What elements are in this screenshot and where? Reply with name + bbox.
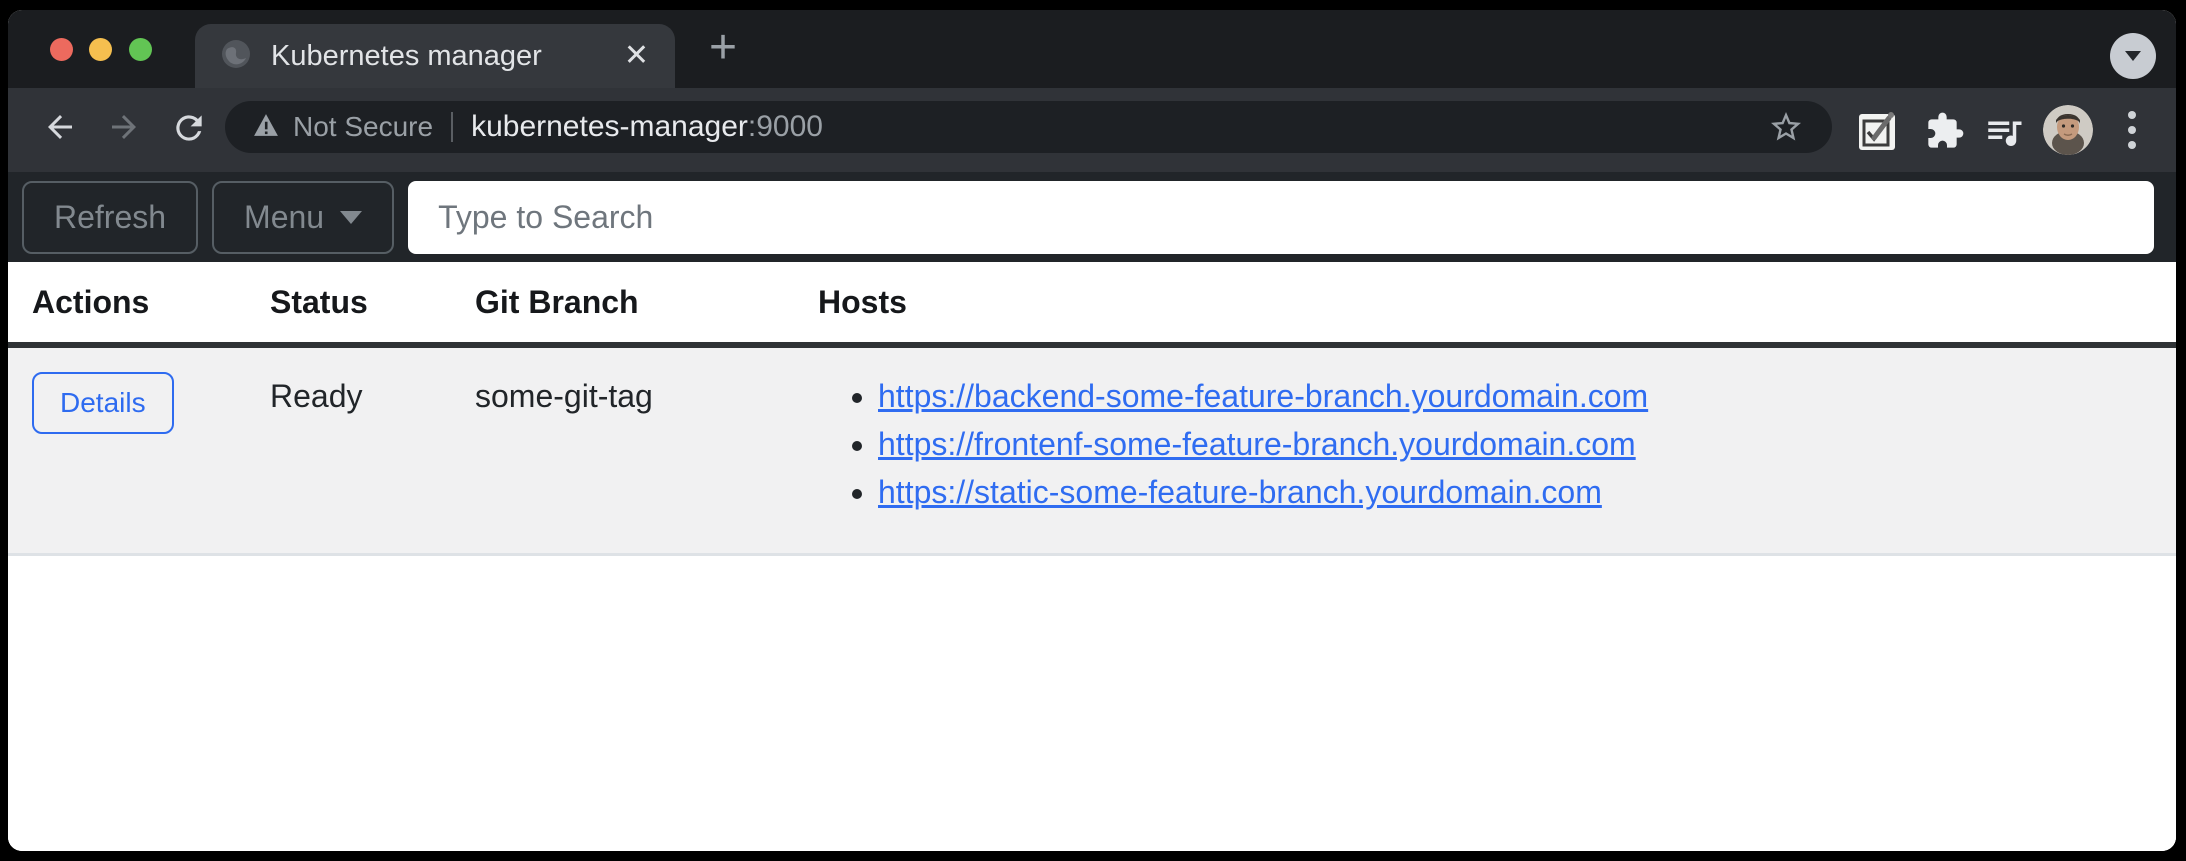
browser-window: Kubernetes manager ✕ + <box>8 10 2176 851</box>
tab-title: Kubernetes manager <box>271 39 542 72</box>
window-fullscreen-button[interactable] <box>129 38 152 61</box>
tab-search-button[interactable] <box>2110 33 2156 79</box>
tab-close-icon[interactable]: ✕ <box>623 39 649 72</box>
url-port[interactable]: :9000 <box>747 110 823 143</box>
url-host[interactable]: kubernetes-manager <box>471 110 748 143</box>
window-close-button[interactable] <box>50 38 73 61</box>
details-button[interactable]: Details <box>32 372 174 434</box>
not-secure-warning-icon <box>253 113 279 142</box>
header-git-branch: Git Branch <box>475 283 639 320</box>
refresh-button-label: Refresh <box>54 198 167 235</box>
reload-icon[interactable] <box>170 109 208 152</box>
header-status: Status <box>270 283 368 320</box>
omnibox-divider <box>451 112 454 142</box>
address-bar[interactable]: Not Secure kubernetes-manager :9000 <box>225 101 1832 153</box>
table-row: Details Ready some-git-tag https://backe… <box>8 348 2176 556</box>
profile-avatar[interactable] <box>2043 105 2093 155</box>
menu-dropdown-button[interactable]: Menu <box>212 180 395 254</box>
status-cell: Ready <box>270 378 363 414</box>
page-content: Refresh Menu Actions Status Git Branch H… <box>8 172 2176 851</box>
header-actions: Actions <box>32 283 150 320</box>
browser-tab[interactable]: Kubernetes manager ✕ <box>195 24 675 88</box>
search-input[interactable] <box>408 180 2154 254</box>
browser-toolbar: Not Secure kubernetes-manager :9000 <box>8 88 2176 172</box>
table-header-row: Actions Status Git Branch Hosts <box>8 262 2176 348</box>
actions-cell: Details <box>8 372 246 434</box>
back-icon[interactable] <box>42 109 78 150</box>
security-status-label[interactable]: Not Secure <box>293 111 434 142</box>
empty-page-area <box>8 556 2176 851</box>
chevron-down-icon <box>2125 51 2141 61</box>
caret-down-icon <box>340 210 363 224</box>
extensions-puzzle-icon[interactable] <box>1925 111 1965 156</box>
menu-button-label: Menu <box>244 198 325 235</box>
tab-strip: Kubernetes manager ✕ + <box>8 10 2176 88</box>
page-toolbar: Refresh Menu <box>8 172 2176 262</box>
hosts-list: https://backend-some-feature-branch.your… <box>794 372 2176 516</box>
tab-favicon-globe-icon <box>221 39 251 74</box>
extension-task-checkbox-icon[interactable] <box>1858 111 1896 156</box>
bookmark-star-icon[interactable] <box>1768 109 1804 145</box>
list-item: https://backend-some-feature-branch.your… <box>878 372 2176 420</box>
list-item: https://frontenf-some-feature-branch.you… <box>878 420 2176 468</box>
refresh-button[interactable]: Refresh <box>22 180 199 254</box>
window-minimize-button[interactable] <box>89 38 112 61</box>
host-link-backend[interactable]: https://backend-some-feature-branch.your… <box>878 378 1649 414</box>
hosts-cell: https://backend-some-feature-branch.your… <box>794 372 2176 516</box>
forward-icon[interactable] <box>106 109 142 150</box>
host-link-frontend[interactable]: https://frontenf-some-feature-branch.you… <box>878 426 1636 462</box>
new-tab-button[interactable]: + <box>708 21 738 74</box>
header-hosts: Hosts <box>818 283 907 320</box>
browser-menu-dots-icon[interactable] <box>2125 108 2139 157</box>
git-branch-cell: some-git-tag <box>475 378 653 414</box>
host-link-static[interactable]: https://static-some-feature-branch.yourd… <box>878 474 1602 510</box>
list-item: https://static-some-feature-branch.yourd… <box>878 468 2176 516</box>
media-playlist-icon[interactable] <box>1983 111 2025 158</box>
